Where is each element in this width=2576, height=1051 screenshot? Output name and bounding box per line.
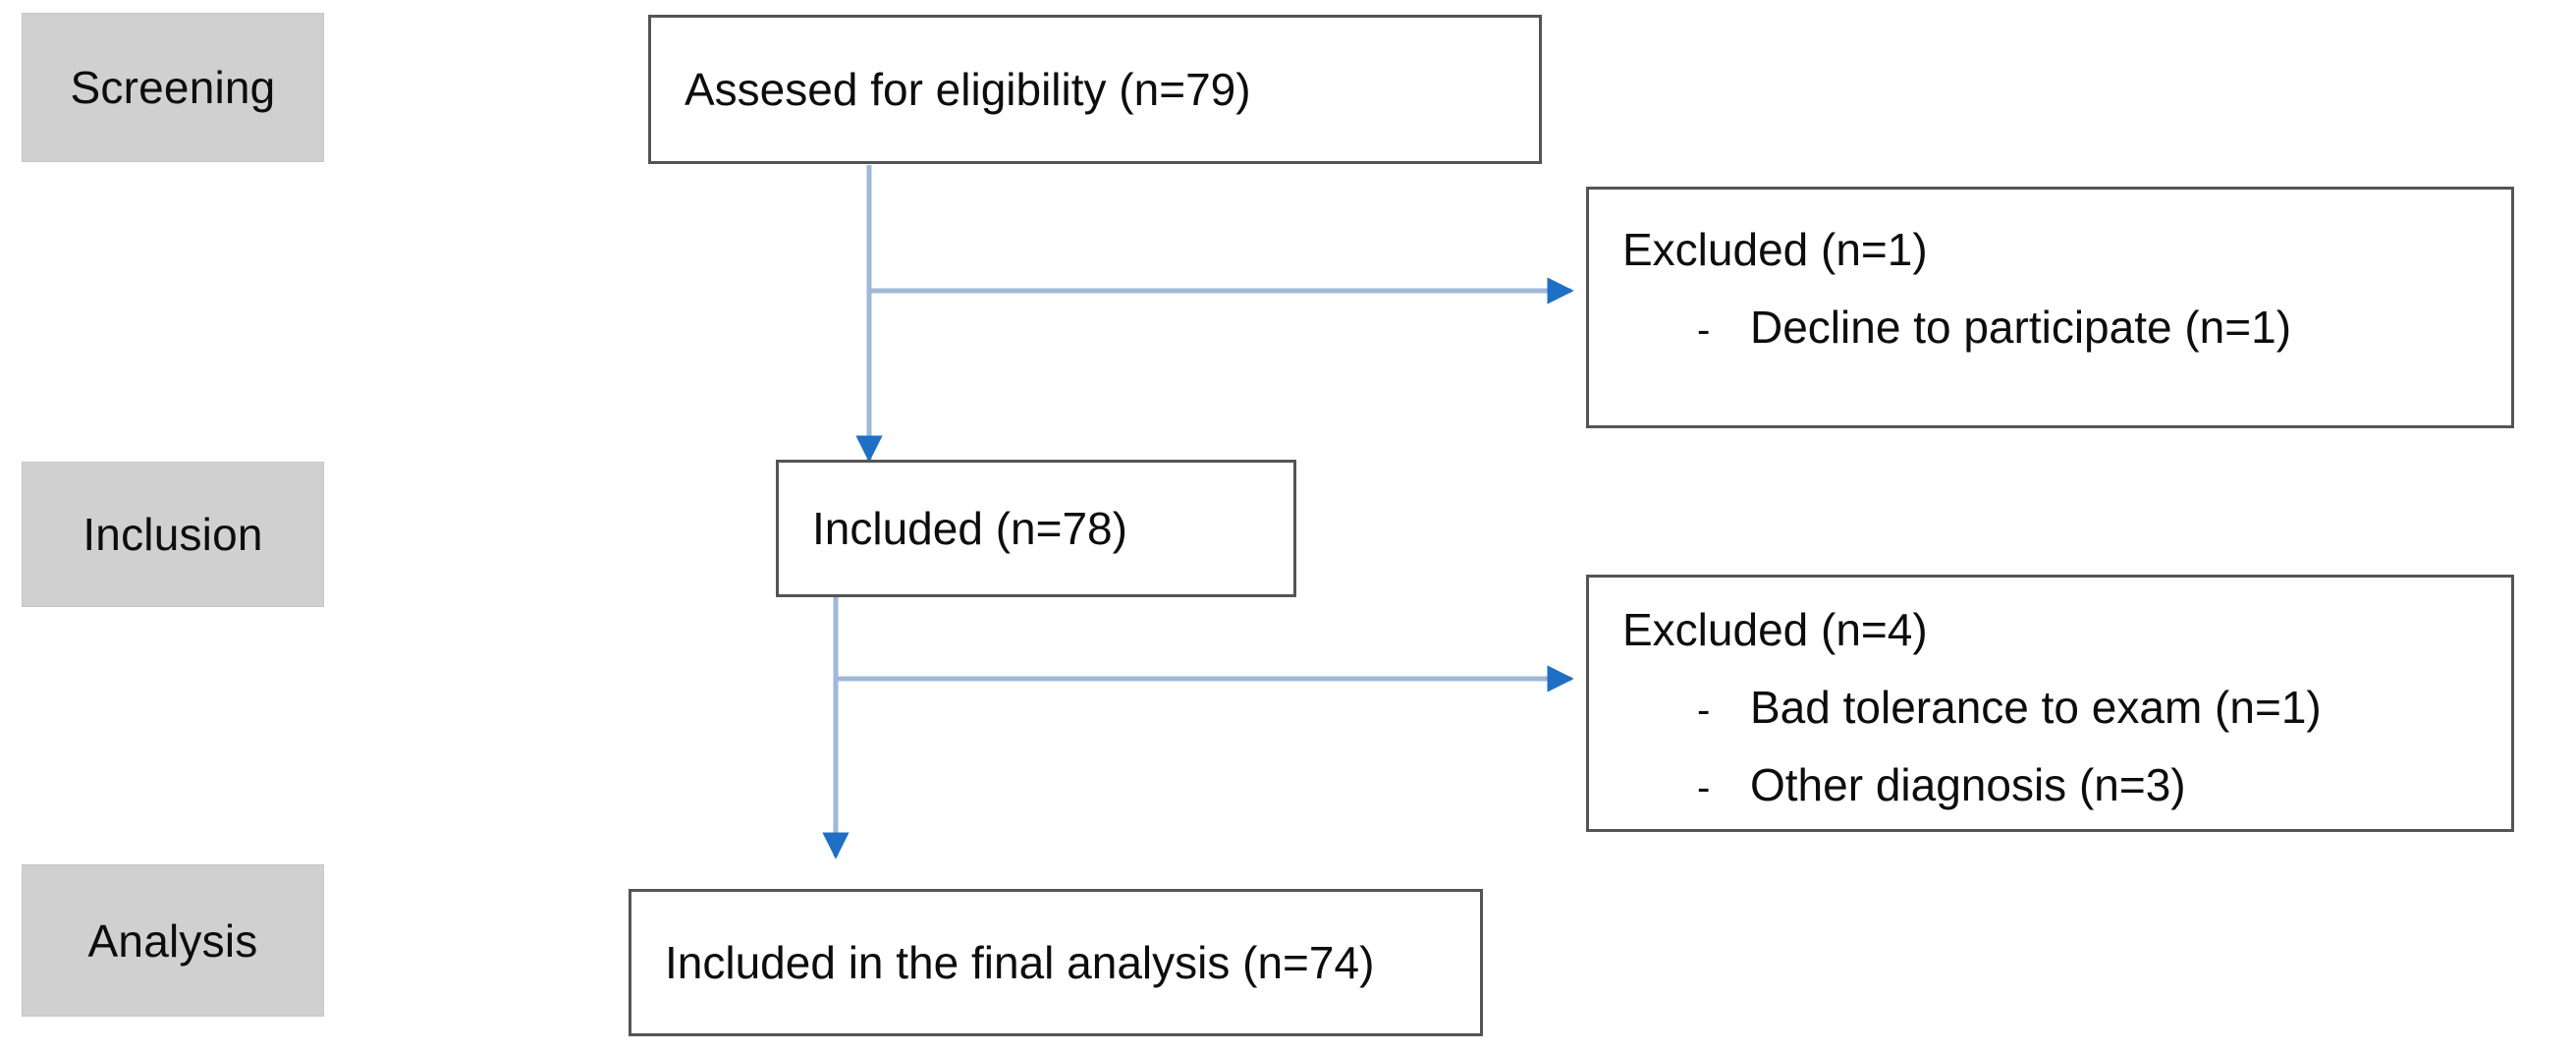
stage-label-analysis-text: Analysis	[87, 914, 258, 967]
list-item-label: Bad tolerance to exam (n=1)	[1750, 682, 2322, 734]
box-assessed-for-eligibility: Assesed for eligibility (n=79)	[648, 15, 1542, 164]
stage-label-analysis: Analysis	[22, 864, 324, 1017]
bullet-dash-icon: -	[1697, 766, 1711, 810]
stage-label-inclusion-text: Inclusion	[82, 509, 263, 560]
box-included-text: Included (n=78)	[812, 502, 1127, 554]
box-included: Included (n=78)	[776, 460, 1296, 597]
box-final-analysis-text: Included in the final analysis (n=74)	[665, 936, 1375, 988]
list-item-label: Decline to participate (n=1)	[1750, 302, 2292, 354]
box-excluded-2-title: Excluded (n=4)	[1622, 604, 1928, 655]
bullet-dash-icon: -	[1697, 308, 1711, 353]
box-excluded-2-list: - Bad tolerance to exam (n=1) - Other di…	[1589, 656, 2511, 811]
box-excluded-1-title: Excluded (n=1)	[1622, 224, 1928, 275]
box-final-analysis: Included in the final analysis (n=74)	[629, 889, 1483, 1036]
list-item: - Other diagnosis (n=3)	[1589, 759, 2511, 811]
box-excluded-1: Excluded (n=1) - Decline to participate …	[1586, 187, 2514, 428]
list-item: - Decline to participate (n=1)	[1589, 302, 2511, 354]
stage-label-inclusion: Inclusion	[22, 462, 324, 607]
box-excluded-1-list: - Decline to participate (n=1)	[1589, 276, 2511, 354]
stage-label-screening: Screening	[22, 13, 324, 162]
box-excluded-2: Excluded (n=4) - Bad tolerance to exam (…	[1586, 575, 2514, 832]
list-item-label: Other diagnosis (n=3)	[1750, 759, 2186, 811]
list-item: - Bad tolerance to exam (n=1)	[1589, 682, 2511, 734]
bullet-dash-icon: -	[1697, 689, 1711, 733]
box-assessed-text: Assesed for eligibility (n=79)	[685, 63, 1251, 115]
stage-label-screening-text: Screening	[70, 62, 276, 113]
